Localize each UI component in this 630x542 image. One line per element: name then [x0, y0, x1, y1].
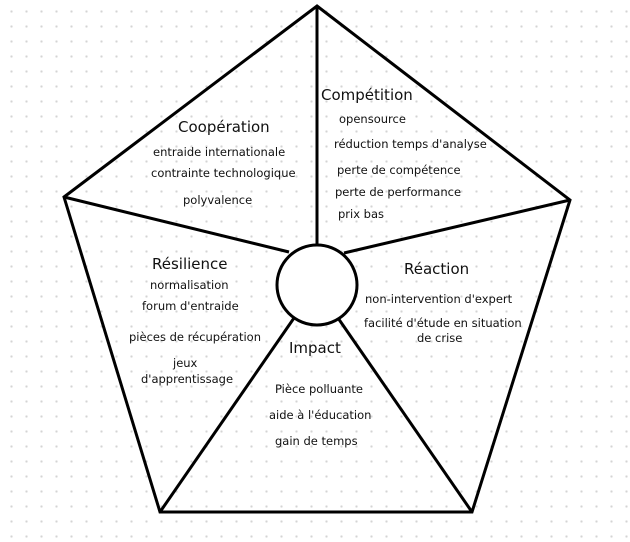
- cooperation-title: Coopération: [178, 118, 270, 136]
- resilience-item: normalisation: [150, 278, 229, 292]
- competition-item: perte de performance: [335, 185, 462, 199]
- reaction-item: de crise: [417, 331, 463, 345]
- divider-bottom-left: [158, 317, 296, 513]
- pentagon-outline: [62, 4, 572, 514]
- divider-left: [63, 195, 290, 254]
- reaction-item: facilité d'étude en situation: [364, 316, 522, 330]
- competition-item: prix bas: [338, 207, 385, 221]
- competition-item: opensource: [339, 112, 406, 126]
- divider-bottom-right: [336, 317, 474, 513]
- reaction-item: non-intervention d'expert: [365, 292, 513, 306]
- resilience-item: d'apprentissage: [141, 372, 234, 386]
- resilience-item: pièces de récupération: [129, 330, 261, 344]
- cooperation-item: contrainte technologique: [151, 166, 296, 180]
- competition-item: réduction temps d'analyse: [334, 137, 487, 151]
- impact-item: gain de temps: [275, 434, 358, 448]
- reaction-title: Réaction: [404, 260, 470, 278]
- competition-title: Compétition: [321, 86, 413, 104]
- impact-item: Pièce polluante: [275, 382, 363, 396]
- impact-item: aide à l'éducation: [269, 408, 372, 422]
- resilience-item: forum d'entraide: [142, 299, 239, 313]
- divider-right: [343, 198, 571, 255]
- cooperation-item: entraide internationale: [153, 145, 286, 159]
- impact-title: Impact: [289, 339, 341, 357]
- cooperation-item: polyvalence: [183, 193, 253, 207]
- center-circle: [275, 243, 359, 327]
- competition-item: perte de compétence: [337, 163, 461, 177]
- resilience-title: Résilience: [152, 255, 228, 273]
- resilience-item: jeux: [173, 356, 198, 370]
